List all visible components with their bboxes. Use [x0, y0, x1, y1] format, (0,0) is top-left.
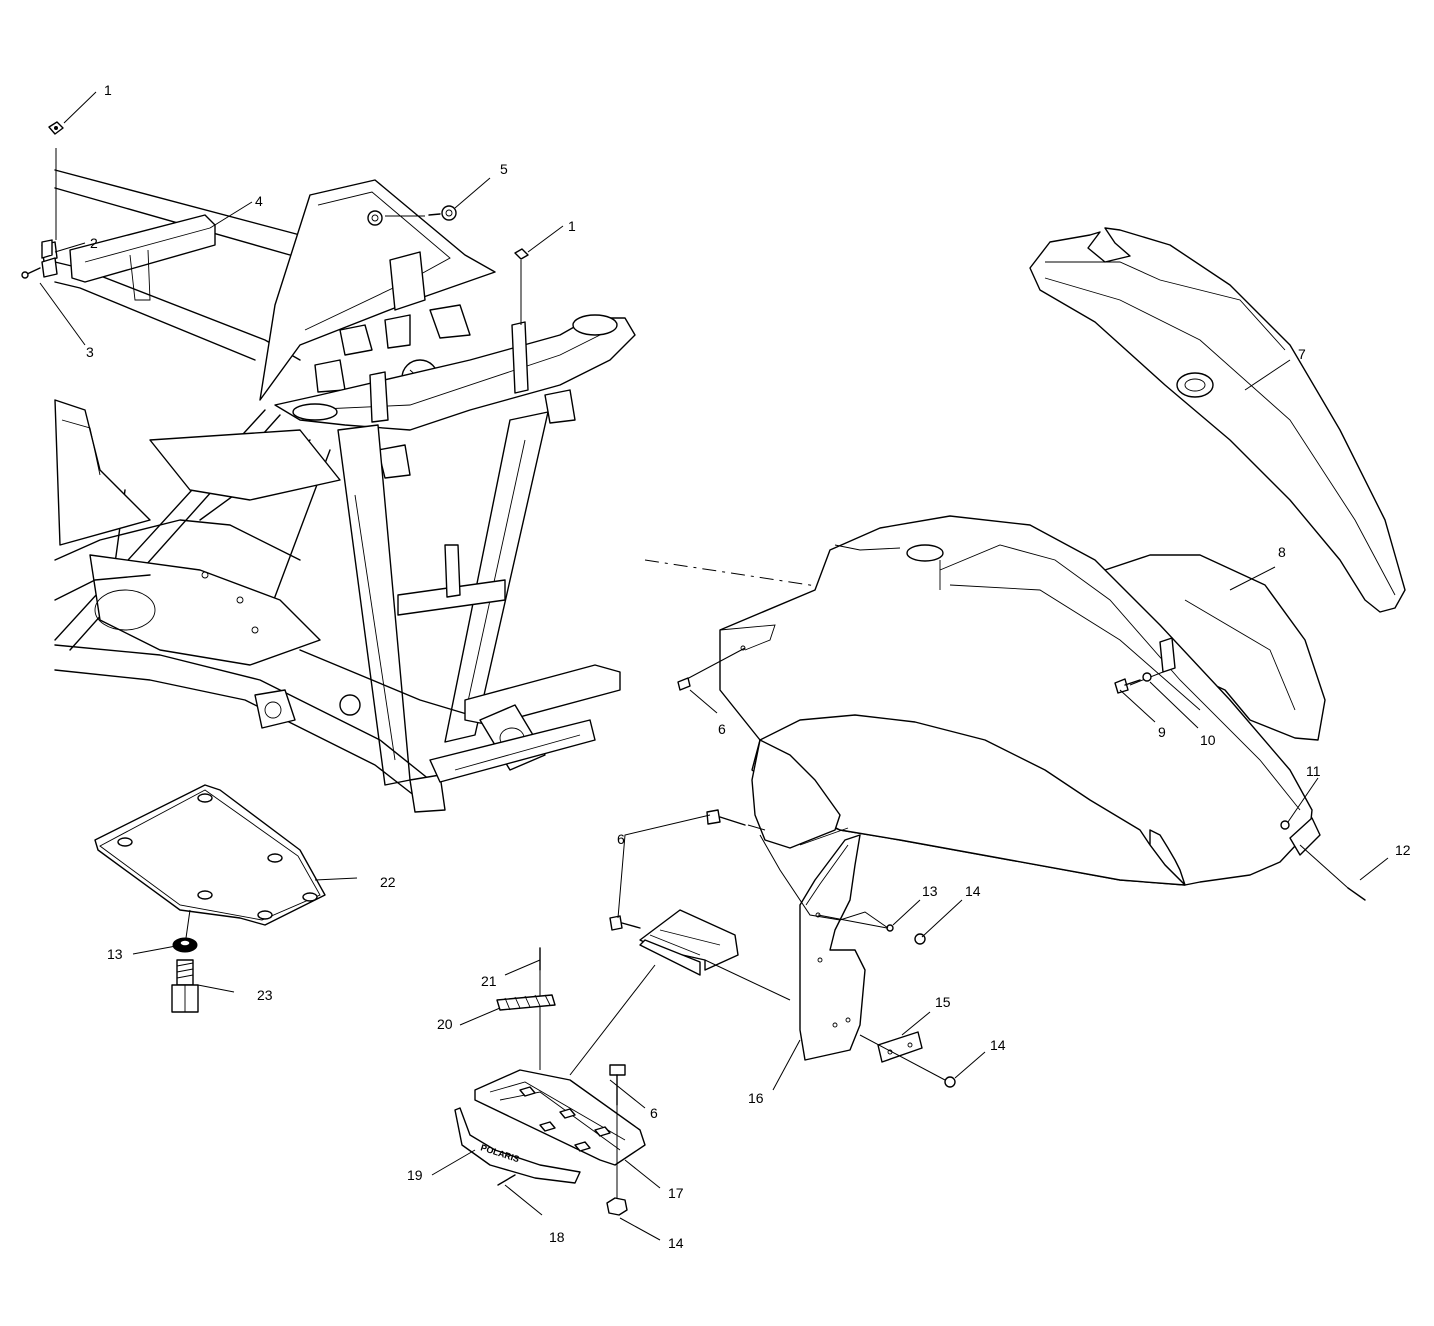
part-15-plate	[877, 1031, 923, 1063]
callout-6-bracket: 6	[617, 831, 625, 847]
callout-1-right: 1	[568, 218, 576, 234]
callout-5: 5	[500, 161, 508, 177]
callout-6-bolt: 6	[650, 1105, 658, 1121]
callout-14-upper: 14	[965, 883, 981, 899]
callout-8: 8	[1278, 544, 1286, 560]
callout-19: 19	[407, 1167, 423, 1183]
part-6-screw-top	[677, 677, 691, 691]
part-17-footrest	[474, 1069, 646, 1166]
callout-15: 15	[935, 994, 951, 1010]
part-22-skid-plate	[94, 784, 326, 926]
callout-9: 9	[1158, 724, 1166, 740]
frame-assembly	[41, 148, 636, 813]
part-9-screw	[1114, 678, 1129, 694]
callout-6-fender: 6	[718, 721, 726, 737]
callout-4: 4	[255, 193, 263, 209]
part-20-strip	[496, 994, 556, 1011]
callout-14-bottom: 14	[668, 1235, 684, 1251]
callout-13-skid: 13	[107, 946, 123, 962]
callout-2: 2	[90, 235, 98, 251]
part-14-nut-lower	[944, 1076, 956, 1088]
callout-20: 20	[437, 1016, 453, 1032]
callout-16: 16	[748, 1090, 764, 1106]
callout-10: 10	[1200, 732, 1216, 748]
callout-13-fender: 13	[922, 883, 938, 899]
part-12-screw	[1347, 887, 1366, 901]
frame-hardware	[21, 121, 529, 325]
callout-17: 17	[668, 1185, 684, 1201]
part-1-square-nut-right	[514, 248, 529, 260]
callout-leaders	[39, 91, 1389, 1241]
part-10-washer	[1142, 672, 1152, 682]
part-2-clip	[41, 239, 53, 259]
part-16-mud-flap	[799, 834, 866, 1061]
part-6-bolt	[609, 1064, 626, 1076]
callout-18: 18	[549, 1229, 565, 1245]
callout-22: 22	[380, 874, 396, 890]
callout-1-left: 1	[104, 82, 112, 98]
footrest-assembly: POLARIS	[454, 809, 791, 1216]
part-19-scuff-bar	[454, 1107, 581, 1184]
skid-plate-assembly	[94, 784, 326, 1013]
callout-7: 7	[1298, 346, 1306, 362]
callout-12: 12	[1395, 842, 1411, 858]
callout-11: 11	[1306, 763, 1321, 779]
callout-3: 3	[86, 344, 94, 360]
mud-flap-assembly	[759, 834, 956, 1088]
callout-14-lower: 14	[990, 1037, 1006, 1053]
part-14-nut-bottom	[606, 1197, 628, 1216]
part-6-screw-b	[609, 915, 623, 931]
part-7-top-cover	[1029, 227, 1406, 613]
front-fender-assembly	[684, 515, 1326, 886]
part-5-washer	[441, 205, 457, 221]
part-6-screw-a	[706, 809, 721, 825]
callout-21: 21	[481, 973, 497, 989]
part-18-screw	[497, 1174, 516, 1186]
callout-23: 23	[257, 987, 273, 1003]
